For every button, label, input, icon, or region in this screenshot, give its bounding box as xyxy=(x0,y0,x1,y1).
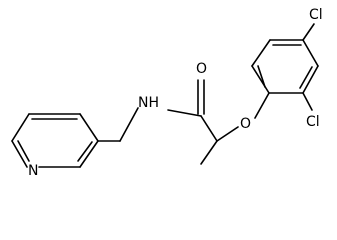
atom-cl-bottom: Cl xyxy=(306,114,320,130)
bond xyxy=(302,39,319,67)
bond xyxy=(299,66,313,89)
dichlorophenyl-ring xyxy=(251,39,319,94)
bond xyxy=(11,113,30,142)
atom-o-ether: O xyxy=(240,116,251,132)
bond xyxy=(79,140,99,168)
bond xyxy=(302,65,319,94)
bond xyxy=(251,39,271,67)
bond-o-ether-ch xyxy=(216,126,239,142)
molecule-diagram: Cl Cl O O NH N xyxy=(11,7,323,179)
atom-n-pyridine: N xyxy=(28,163,38,179)
atom-nh: NH xyxy=(138,95,159,111)
bond-ch-carbonyl xyxy=(200,115,218,142)
atom-cl-top: Cl xyxy=(309,7,323,23)
bond-ch-methyl xyxy=(200,140,218,165)
bond-ring-cl-top xyxy=(302,23,315,41)
pyridine-ring xyxy=(11,113,99,168)
bond-nh-ch2 xyxy=(119,107,139,142)
bond-ring-o-ether xyxy=(254,92,270,119)
bond xyxy=(251,65,270,94)
bond xyxy=(257,65,266,88)
bond-ring-cl-bottom xyxy=(302,92,313,111)
bond xyxy=(79,113,99,142)
atom-o-carbonyl: O xyxy=(196,61,207,77)
bond-carbonyl-nh xyxy=(167,109,202,117)
bond xyxy=(77,141,93,162)
bond xyxy=(17,140,30,162)
bond xyxy=(11,140,28,168)
